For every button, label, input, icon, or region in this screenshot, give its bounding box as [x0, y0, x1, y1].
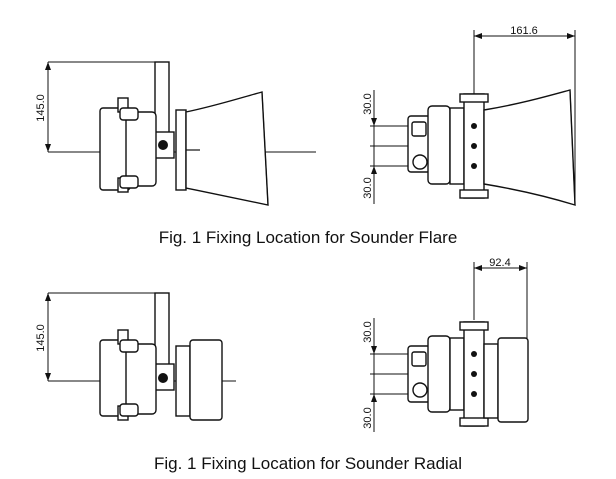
radial-side-view: 145.0: [35, 292, 236, 421]
radial-front-view: 92.4 30.0 30.0: [362, 257, 529, 432]
flare-caption: Fig. 1 Fixing Location for Sounder Flare: [159, 228, 458, 247]
radial-caption: Fig. 1 Fixing Location for Sounder Radia…: [154, 454, 462, 473]
radial-height-dimension: 145.0: [35, 324, 47, 352]
flare-side-view: 145.0: [35, 61, 316, 206]
flare-upper-spacing-dimension: 30.0: [362, 93, 374, 114]
flare-lower-spacing-dimension: 30.0: [362, 177, 374, 198]
flare-height-dimension: 145.0: [35, 94, 47, 122]
radial-width-dimension: 92.4: [489, 257, 510, 269]
radial-upper-spacing-dimension: 30.0: [362, 321, 374, 342]
flare-width-dimension: 161.6: [510, 25, 538, 37]
flare-front-view: 161.6 30.0 30.0: [362, 25, 576, 206]
radial-lower-spacing-dimension: 30.0: [362, 407, 374, 428]
